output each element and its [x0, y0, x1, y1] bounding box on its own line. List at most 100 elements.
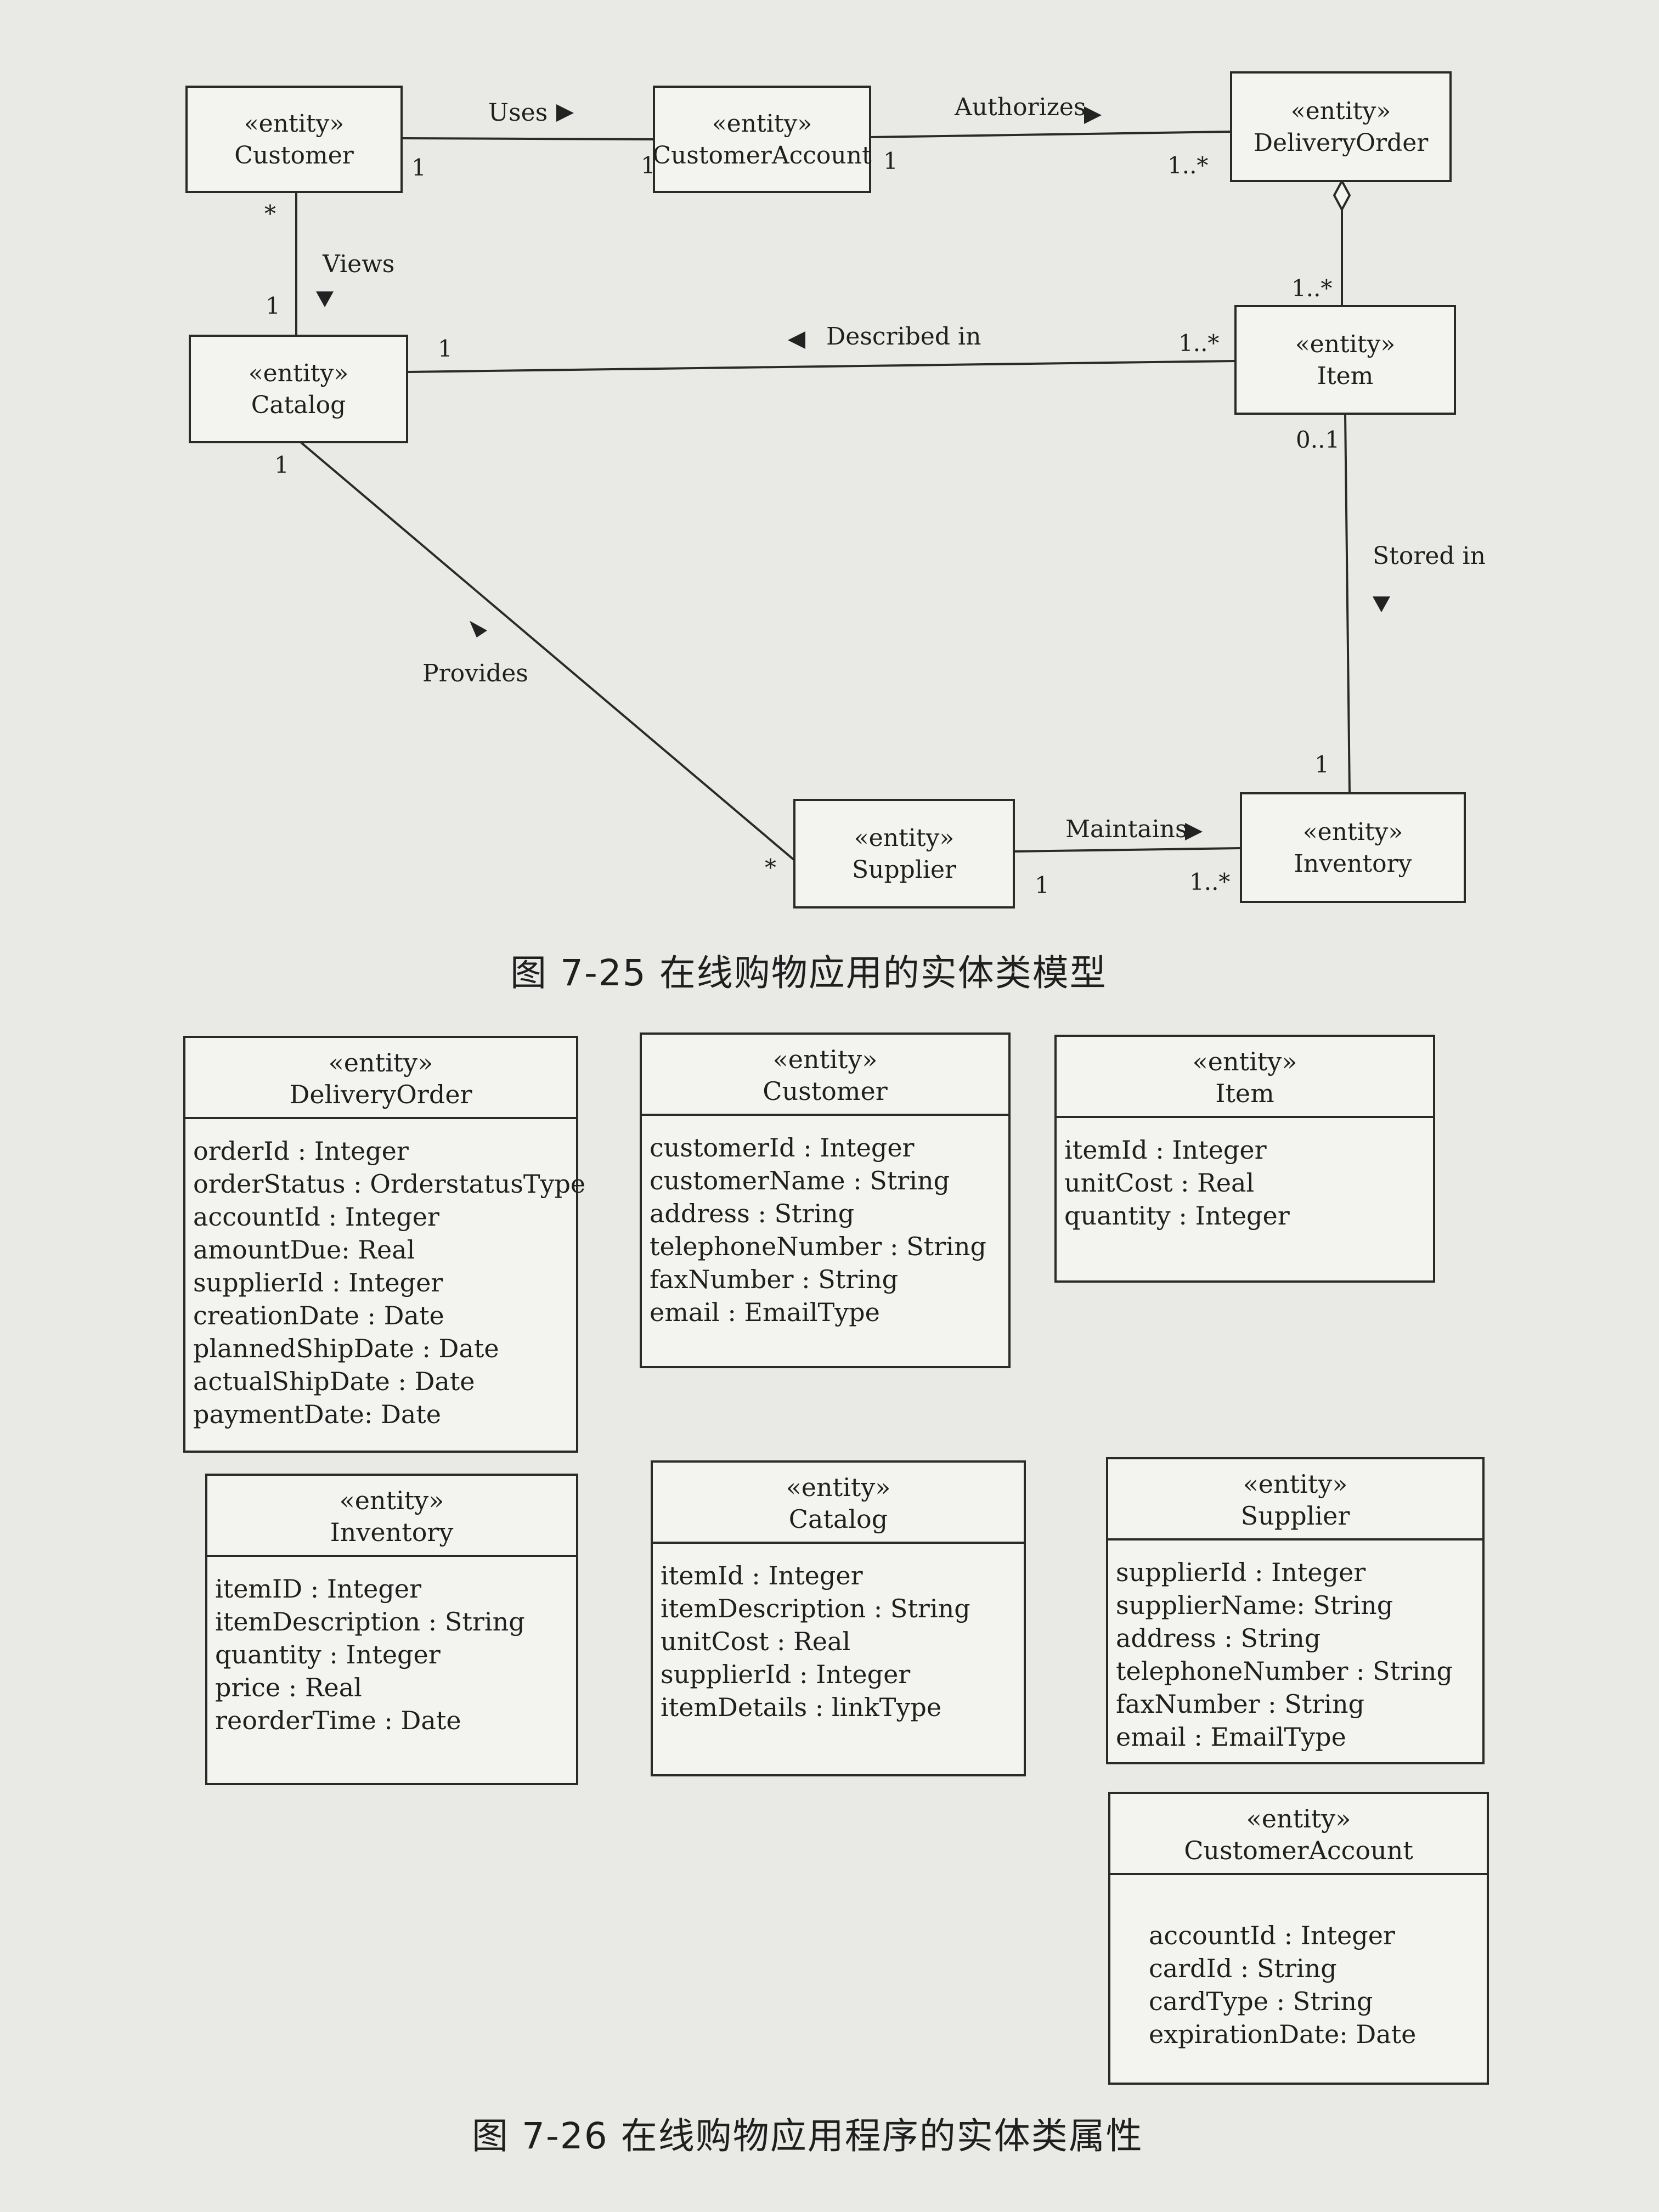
attribute-list: customerId : Integer customerName : Strin…: [642, 1116, 1008, 1339]
attribute-row: actualShipDate : Date: [193, 1367, 475, 1396]
attribute-row: quantity : Integer: [215, 1640, 441, 1669]
attribute-row: supplierId : Integer: [661, 1660, 911, 1689]
class-stereotype: «entity»: [244, 110, 345, 138]
attribute-row: cardId : String: [1149, 1954, 1337, 1983]
class-stereotype: «entity»: [712, 110, 812, 138]
class-box-account: «entity» CustomerAccount: [652, 86, 872, 193]
attribute-row: itemDetails : linkType: [661, 1692, 942, 1722]
attribute-row: orderStatus : OrderstatusType: [193, 1169, 586, 1199]
attribute-box-header: «entity»Inventory: [207, 1476, 576, 1557]
association-label: Stored in: [1373, 542, 1486, 570]
attribute-row: plannedShipDate : Date: [193, 1334, 499, 1363]
multiplicity-to: 1..*: [1291, 275, 1332, 302]
association-aggregation: 1..*: [1291, 178, 1351, 306]
figure-7-25-caption: 图 7-25 在线购物应用的实体类模型: [510, 952, 1107, 994]
attribute-box-header: «entity»Customer: [642, 1035, 1008, 1116]
multiplicity-from: *: [264, 200, 276, 227]
association-line: [870, 131, 1232, 138]
class-stereotype: «entity»: [339, 1486, 444, 1515]
multiplicity-to: 1..*: [1167, 152, 1208, 179]
class-stereotype: «entity»: [854, 824, 955, 852]
association-line: [407, 360, 1236, 373]
association-label: Views: [322, 250, 394, 278]
association-line: [1013, 847, 1242, 853]
class-stereotype: «entity»: [1295, 330, 1396, 358]
attribute-row: paymentDate: Date: [193, 1400, 441, 1429]
multiplicity-from: 1: [1035, 872, 1049, 899]
class-name: Supplier: [852, 856, 957, 884]
attribute-row: faxNumber : String: [650, 1265, 899, 1294]
association-provides: Provides 1 *: [274, 441, 795, 881]
class-box-catalog: «entity» Catalog: [189, 335, 408, 443]
class-name: Inventory: [330, 1517, 454, 1547]
attribute-row: telephoneNumber : String: [650, 1232, 986, 1261]
attribute-row: itemId : Integer: [1064, 1135, 1267, 1165]
class-box-item: «entity»Item: [1234, 305, 1456, 415]
class-stereotype: «entity»: [1303, 818, 1403, 846]
attribute-row: customerId : Integer: [650, 1133, 915, 1163]
attribute-row: address : String: [650, 1199, 855, 1228]
direction-arrow-icon: [470, 620, 487, 637]
class-stereotype: «entity»: [328, 1048, 433, 1077]
class-name: Customer: [234, 142, 354, 170]
attribute-box-header: «entity»Supplier: [1108, 1459, 1482, 1541]
aggregation-diamond-icon: [1333, 178, 1351, 212]
class-name: Supplier: [1240, 1501, 1350, 1531]
multiplicity-from: 1: [883, 148, 898, 174]
attribute-row: unitCost : Real: [661, 1627, 851, 1656]
class-stereotype: «entity»: [1291, 97, 1391, 125]
multiplicity-from: 1: [274, 452, 289, 478]
class-box-order: «entity»DeliveryOrder: [1230, 71, 1452, 182]
attribute-row: accountId : Integer: [1149, 1921, 1395, 1950]
direction-arrow-icon: [1185, 823, 1203, 840]
association-label: Provides: [422, 659, 528, 687]
attribute-row: accountId : Integer: [193, 1202, 439, 1232]
class-stereotype: «entity»: [1246, 1804, 1351, 1833]
multiplicity-to: *: [765, 854, 776, 881]
attribute-row: itemId : Integer: [661, 1561, 863, 1590]
association-line: [1344, 413, 1351, 794]
multiplicity-to: 1: [266, 292, 280, 319]
attribute-row: reorderTime : Date: [215, 1706, 461, 1735]
class-name: Catalog: [251, 391, 346, 419]
attribute-row: orderId : Integer: [193, 1136, 409, 1166]
multiplicity-from: 1: [411, 154, 426, 181]
attribute-row: supplierId : Integer: [193, 1268, 443, 1297]
multiplicity-from: 1: [438, 335, 453, 362]
class-box-supplier: «entity» Supplier: [793, 799, 1015, 909]
attribute-row: customerName : String: [650, 1166, 950, 1195]
class-name: CustomerAccount: [1184, 1836, 1413, 1865]
class-name: Item: [1215, 1079, 1274, 1108]
class-name: Catalog: [788, 1504, 888, 1534]
class-stereotype: «entity»: [249, 359, 349, 387]
attribute-row: itemDescription : String: [215, 1607, 525, 1637]
attribute-row: expirationDate: Date: [1149, 2019, 1417, 2049]
class-name: Customer: [763, 1076, 888, 1106]
association-label: Maintains: [1065, 815, 1188, 843]
attribute-row: amountDue: Real: [193, 1235, 415, 1265]
multiplicity-from: 0..1: [1296, 426, 1340, 453]
association-views: Views * 1: [264, 192, 394, 336]
attribute-row: creationDate : Date: [193, 1301, 444, 1330]
class-box-customer: «entity» Customer: [185, 86, 403, 193]
attribute-box-header: «entity»DeliveryOrder: [185, 1038, 576, 1119]
attribute-box-header: «entity»Catalog: [653, 1463, 1024, 1544]
attribute-row: price : Real: [215, 1673, 362, 1702]
class-name: CustomerAccount: [652, 142, 872, 170]
figure-7-26-caption: 图 7-26 在线购物应用程序的实体类属性: [472, 2115, 1143, 2157]
attribute-row: supplierName: String: [1116, 1590, 1393, 1620]
association-line: [401, 137, 654, 140]
class-stereotype: «entity»: [786, 1472, 891, 1502]
association-label: Uses: [488, 99, 548, 127]
